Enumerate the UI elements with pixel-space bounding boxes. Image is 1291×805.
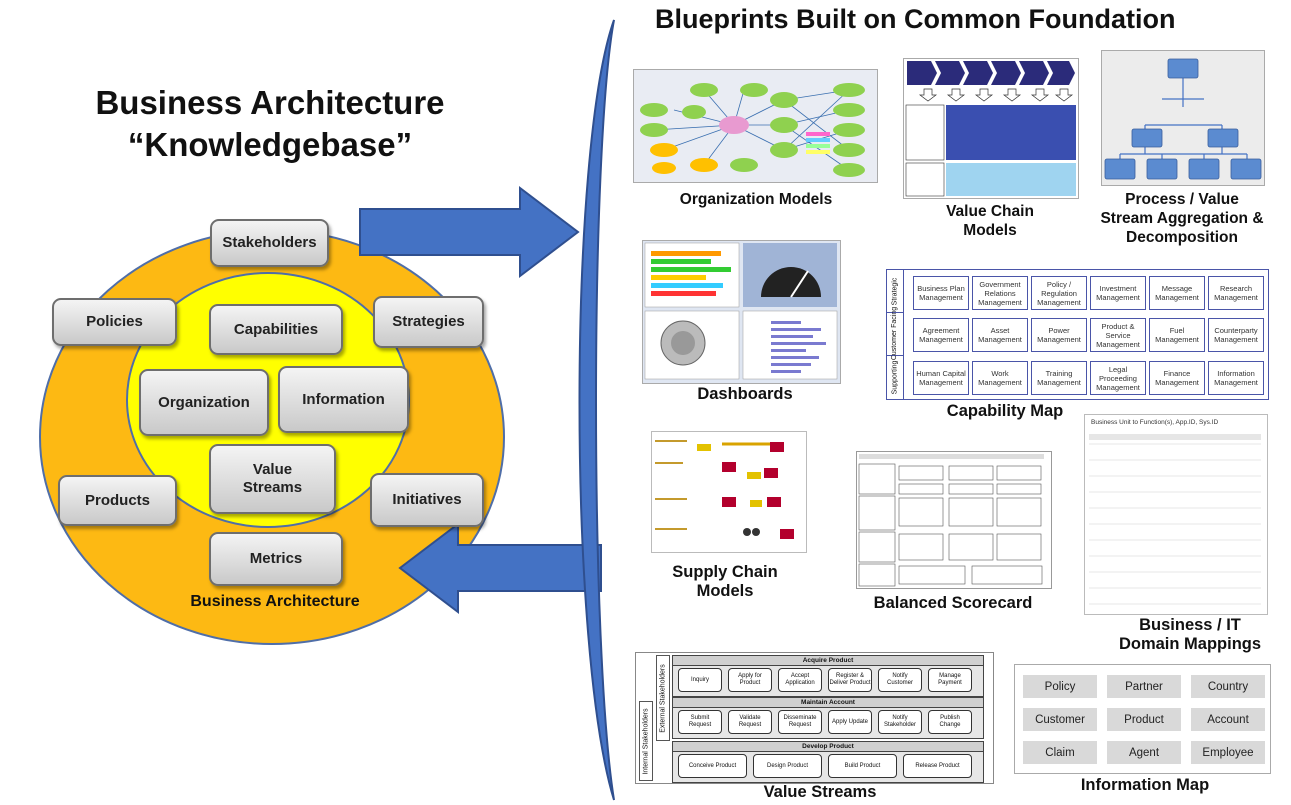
value-stream-step: Notify Customer xyxy=(878,668,922,692)
capability-cell: Fuel Management xyxy=(1149,318,1205,352)
capability-cell: Finance Management xyxy=(1149,361,1205,395)
value-stream-step: Disseminate Request xyxy=(778,710,822,734)
value-stream-step: Design Product xyxy=(753,754,822,778)
capability-row-label: Customer Facing xyxy=(891,306,899,361)
business-it-mappings-label: Business / IT Domain Mappings xyxy=(1118,616,1262,653)
information-map-cell: Claim xyxy=(1023,741,1097,764)
information-map-cell: Account xyxy=(1191,708,1265,731)
value-stream-step: Inquiry xyxy=(678,668,722,692)
value-stream-step: Validate Request xyxy=(728,710,772,734)
capability-row-label: Strategic xyxy=(891,277,899,305)
strategies-box: Strategies xyxy=(373,296,484,348)
hierarchy-graphic xyxy=(1104,58,1262,180)
value-stream-title: Develop Product xyxy=(672,741,984,752)
value-stream-step: Notify Stakeholder xyxy=(878,710,922,734)
internal-stakeholders-label: Internal Stakeholders xyxy=(642,707,650,775)
information-map-cell: Product xyxy=(1107,708,1181,731)
capability-cell: Power Management xyxy=(1031,318,1087,352)
capability-cell: Work Management xyxy=(972,361,1028,395)
value-chain-thumbnail xyxy=(903,58,1079,199)
value-streams-label: Value Streams xyxy=(763,783,877,801)
capability-cell: Message Management xyxy=(1149,276,1205,310)
capability-map-thumbnail: Strategic Customer Facing Supporting Bus… xyxy=(886,269,1269,400)
arrow-left xyxy=(398,521,602,615)
capability-row-label: Supporting xyxy=(891,360,899,394)
supply-chain-graphic xyxy=(655,440,794,539)
capability-map-label: Capability Map xyxy=(946,402,1064,420)
business-it-mapping-thumbnail: Business Unit to Function(s), App.ID, Sy… xyxy=(1084,414,1268,615)
value-chain-graphic xyxy=(905,61,1076,197)
process-hierarchy-thumbnail xyxy=(1101,50,1265,186)
capability-cell: Counterparty Management xyxy=(1208,318,1264,352)
capability-cell: Product & Service Management xyxy=(1090,318,1146,352)
information-map-cell: Employee xyxy=(1191,741,1265,764)
mapping-table-title: Business Unit to Function(s), App.ID, Sy… xyxy=(1091,419,1219,426)
initiatives-box: Initiatives xyxy=(370,473,484,527)
capability-cell: Agreement Management xyxy=(913,318,969,352)
capability-cell: Government Relations Management xyxy=(972,276,1028,310)
supply-chain-thumbnail xyxy=(651,431,807,553)
supply-chain-models-label: Supply Chain Models xyxy=(672,563,778,600)
capability-cell: Policy / Regulation Management xyxy=(1031,276,1087,310)
value-stream-step: Conceive Product xyxy=(678,754,747,778)
capability-cell: Human Capital Management xyxy=(913,361,969,395)
value-stream-title: Acquire Product xyxy=(672,655,984,666)
balanced-scorecard-label: Balanced Scorecard xyxy=(873,594,1033,612)
value-chain-models-label: Value Chain Models xyxy=(946,203,1034,239)
capability-cell: Information Management xyxy=(1208,361,1264,395)
knowledgebase-title-line1: Business Architecture xyxy=(95,84,445,121)
value-stream-step: Register & Deliver Product xyxy=(828,668,872,692)
capability-cell: Research Management xyxy=(1208,276,1264,310)
value-streams-box: Value Streams xyxy=(209,444,336,514)
process-value-stream-label: Process / Value Stream Aggregation & Dec… xyxy=(1100,191,1264,246)
org-model-network xyxy=(640,83,865,177)
information-box: Information xyxy=(278,366,409,433)
value-stream-step: Apply Update xyxy=(828,710,872,734)
stakeholders-box: Stakeholders xyxy=(210,219,329,267)
information-map-cell: Policy xyxy=(1023,675,1097,698)
organization-models-label: Organization Models xyxy=(679,191,833,208)
bracket-shape xyxy=(578,19,615,801)
capability-cell: Business Plan Management xyxy=(913,276,969,310)
value-stream-step: Publish Change xyxy=(928,710,972,734)
value-stream-step: Build Product xyxy=(828,754,897,778)
dashboards-thumbnail xyxy=(642,240,841,384)
information-map-label: Information Map xyxy=(1080,776,1210,794)
capability-cell: Investment Management xyxy=(1090,276,1146,310)
knowledgebase-title-line2: “Knowledgebase” xyxy=(127,126,413,163)
dashboards-graphic xyxy=(644,242,838,380)
value-streams-thumbnail: External Stakeholders Internal Stakehold… xyxy=(635,652,994,784)
value-stream-step: Accept Application xyxy=(778,668,822,692)
information-map-cell: Partner xyxy=(1107,675,1181,698)
value-stream-step: Submit Request xyxy=(678,710,722,734)
value-stream-title: Maintain Account xyxy=(672,697,984,708)
external-stakeholders-label: External Stakeholders xyxy=(659,663,667,733)
organization-box: Organization xyxy=(139,369,269,436)
information-map-cell: Country xyxy=(1191,675,1265,698)
information-map-cell: Customer xyxy=(1023,708,1097,731)
capability-cell: Legal Proceeding Management xyxy=(1090,361,1146,395)
value-stream-step: Manage Payment xyxy=(928,668,972,692)
scorecard-graphic xyxy=(858,454,1044,587)
metrics-box: Metrics xyxy=(209,532,343,586)
organization-models-thumbnail xyxy=(633,69,878,183)
products-box: Products xyxy=(58,475,177,526)
mapping-table-graphic xyxy=(1089,434,1261,605)
capabilities-box: Capabilities xyxy=(209,304,343,355)
capability-cell: Training Management xyxy=(1031,361,1087,395)
value-stream-step: Apply for Product xyxy=(728,668,772,692)
capability-cell: Asset Management xyxy=(972,318,1028,352)
dashboards-label: Dashboards xyxy=(697,385,793,403)
information-map-cell: Agent xyxy=(1107,741,1181,764)
main-title: Blueprints Built on Common Foundation xyxy=(655,4,1176,34)
balanced-scorecard-thumbnail xyxy=(856,451,1052,589)
knowledgebase-title: Business Architecture “Knowledgebase” xyxy=(40,82,500,166)
arrow-right xyxy=(359,185,580,279)
business-architecture-label: Business Architecture xyxy=(190,593,360,610)
policies-box: Policies xyxy=(52,298,177,346)
value-stream-step: Release Product xyxy=(903,754,972,778)
